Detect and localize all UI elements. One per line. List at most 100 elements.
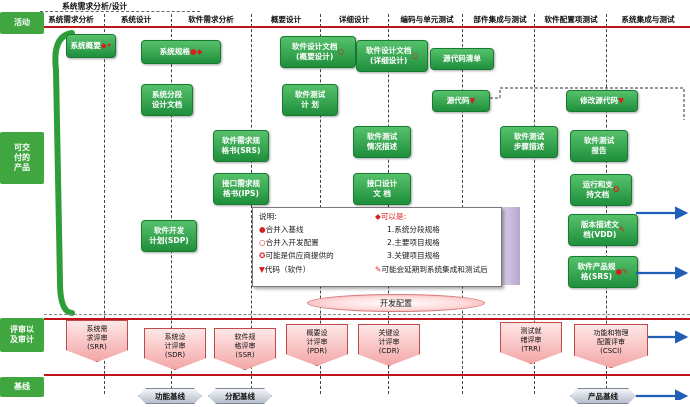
legend-note-text: 可能会延期到系统集成和测试后 xyxy=(381,265,488,274)
col-prelim-design: 概要设计 xyxy=(270,15,302,24)
product-label: 软件测试 情况描述 xyxy=(366,132,398,151)
baseline-product: 产品基线 xyxy=(570,388,636,404)
product-srs: 软件需求规 格书(SRS) xyxy=(213,130,269,162)
product-system-spec: 系统规格●◆ xyxy=(141,40,221,64)
product-label: 接口需求规 格书(IPS) xyxy=(222,179,260,198)
review-ssr: 软件规 格评审 (SSR) xyxy=(214,328,276,370)
product-label: 软件需求规 格书(SRS) xyxy=(221,136,261,155)
col-code-unit-test: 编码与单元测试 xyxy=(400,15,454,24)
review-divider xyxy=(44,318,690,320)
product-label: 软件开发 计划(SDP) xyxy=(149,226,189,245)
legend-item: ▼代码（软件） xyxy=(259,265,310,275)
product-label: 软件测试 报告 xyxy=(583,136,615,155)
product-test-plan: 软件测试 计 划 xyxy=(282,84,338,116)
header-divider xyxy=(44,26,690,28)
top-phase-label: 系统需求分析/设计 xyxy=(62,2,128,11)
baseline-dot-icon: ● xyxy=(259,225,266,234)
product-segment-design: 系统分段 设计文档 xyxy=(141,84,193,116)
code-triangle-icon: ▼ xyxy=(259,265,265,274)
col-separator xyxy=(171,14,172,394)
product-interface-design: 接口设计 文 档 xyxy=(353,173,411,205)
product-test-report: 软件测试 报告 xyxy=(570,130,628,162)
legend-box: 说明: ●合并入基线 ○合并入开发配置 ✪可能是供应商提供的 ▼代码（软件） ◆… xyxy=(252,207,502,287)
product-source-code: 源代码▼ xyxy=(432,90,490,112)
tab-baseline: 基线 xyxy=(0,377,44,397)
marker-icon: ▼ xyxy=(469,96,476,105)
marker-icon: ✪ xyxy=(613,185,620,194)
product-label: 软件测试 步骤描述 xyxy=(513,132,545,151)
legend-item: ✪可能是供应商提供的 xyxy=(259,251,334,261)
col-separator xyxy=(104,14,105,394)
legend-item-text: 可能是供应商提供的 xyxy=(265,251,334,260)
col-system-integration-test: 系统集成与测试 xyxy=(621,15,675,24)
product-label: 软件测试 计 划 xyxy=(294,90,326,109)
baseline-functional: 功能基线 xyxy=(138,388,202,404)
col-separator xyxy=(462,14,463,394)
product-label: 版本描述文 档(VDD) xyxy=(580,220,619,239)
col-system-design: 系统设计 xyxy=(120,15,152,24)
col-separator xyxy=(320,14,321,394)
product-test-description: 软件测试 情况描述 xyxy=(353,126,411,158)
product-label: 接口设计 文 档 xyxy=(366,179,398,198)
product-vdd: 版本描述文 档(VDD)✎ xyxy=(568,214,638,246)
legend-item-text: 合并入开发配置 xyxy=(265,238,319,247)
top-label-underline xyxy=(40,11,200,12)
product-modify-source: 修改源代码▼ xyxy=(566,90,638,112)
baseline-divider xyxy=(44,374,690,376)
marker-icon: ✎ xyxy=(618,225,626,234)
product-sdp: 软件开发 计划(SDP) xyxy=(141,220,197,252)
legend-right-item: 2.主要项目规格 xyxy=(387,238,440,247)
product-ips: 接口需求规 格书(IPS) xyxy=(213,173,269,205)
product-label: 修改源代码 xyxy=(580,96,619,105)
tab-activity: 活动 xyxy=(0,12,44,34)
col-system-req-analysis: 系统需求分析 xyxy=(48,15,94,24)
marker-icon: ○ xyxy=(411,51,419,60)
marker-icon: ○ xyxy=(337,47,345,56)
legend-item-text: 代码（软件） xyxy=(264,265,311,274)
product-label: 软件设计文档 (详细设计) xyxy=(365,46,412,65)
product-label: 系统概要 xyxy=(70,41,101,50)
col-separator xyxy=(534,14,535,394)
product-sw-product-spec: 软件产品规 格(SRS)●✎ xyxy=(568,256,638,288)
product-ops-support-doc: 运行和支 持文档✪ xyxy=(570,174,632,206)
review-pdr: 概要设 计评审 (PDR) xyxy=(286,324,348,366)
tab-deliverables: 可交 付的 产品 xyxy=(0,132,44,184)
marker-icon: ◆• xyxy=(100,41,112,50)
product-sdd-prelim: 软件设计文档 (概要设计)○ xyxy=(280,36,356,68)
product-label: 软件设计文档 (概要设计) xyxy=(291,42,338,61)
legend-shadow-band xyxy=(500,207,520,285)
marker-icon: ●◆ xyxy=(189,47,203,56)
legend-right-title: ◆可以是: xyxy=(375,212,407,221)
product-label: 系统分段 设计文档 xyxy=(151,90,183,109)
defer-pen-icon: ✎ xyxy=(375,265,382,274)
baseline-allocated: 分配基线 xyxy=(208,388,272,404)
review-trr: 测试就 绪评审 (TRR) xyxy=(500,322,562,364)
legend-title: 说明: xyxy=(259,212,277,221)
col-csci-test: 软件配置项测试 xyxy=(544,15,598,24)
product-label: 系统规格 xyxy=(159,47,190,56)
legend-note: ✎可能会延期到系统集成和测试后 xyxy=(375,265,488,275)
source-code-connector xyxy=(490,87,685,120)
dev-config-pill: 开发配置 xyxy=(307,294,485,312)
product-label: 运行和支 持文档 xyxy=(582,180,613,199)
product-system-overview: 系统概要◆• xyxy=(66,34,116,58)
dev-config-circle-icon: ○ xyxy=(259,238,266,247)
vendor-star-icon: ✪ xyxy=(259,251,266,260)
legend-right-item: 3.关键项目规格 xyxy=(387,251,440,260)
product-sdd-detail: 软件设计文档 (详细设计)○ xyxy=(356,40,428,72)
legend-item-text: 合并入基线 xyxy=(265,225,304,234)
product-test-procedure: 软件测试 步骤描述 xyxy=(500,126,558,158)
review-cdr: 关键设 计评审 (CDR) xyxy=(358,324,420,366)
review-separator xyxy=(44,314,690,315)
deliverables-bracket xyxy=(52,30,75,316)
review-srr: 系统需 求评审 (SRR) xyxy=(66,320,128,362)
col-sw-req-analysis: 软件需求分析 xyxy=(188,15,234,24)
marker-icon: ▼ xyxy=(618,96,624,105)
col-detail-design: 详细设计 xyxy=(338,15,370,24)
legend-item: ●合并入基线 xyxy=(259,225,304,235)
product-label: 源代码清单 xyxy=(443,54,481,63)
product-label: 软件产品规 格(SRS) xyxy=(577,262,616,281)
review-sdr: 系统设 计评审 (SDR) xyxy=(144,328,206,370)
output-arrows xyxy=(636,206,689,400)
col-integration-test: 部件集成与测试 xyxy=(473,15,527,24)
